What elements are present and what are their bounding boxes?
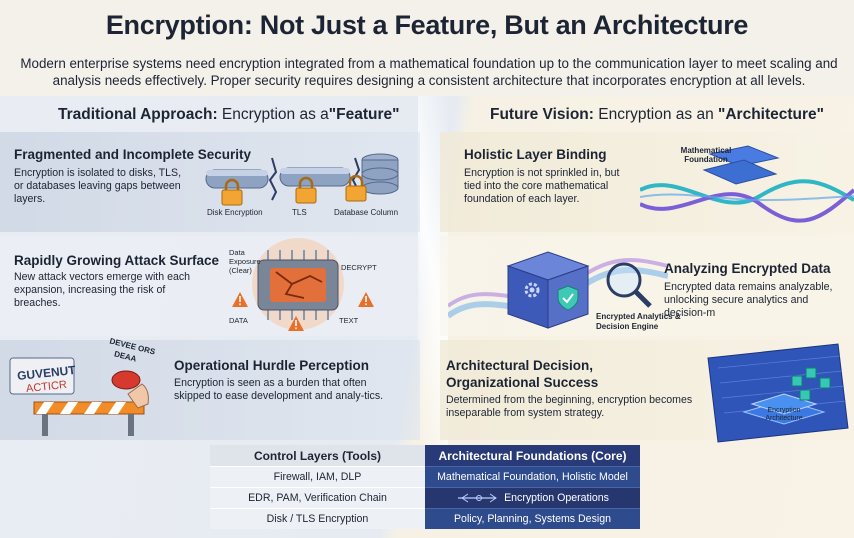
- layer-helix-illustration: [640, 145, 854, 223]
- table-cell-right: Policy, Planning, Systems Design: [425, 508, 640, 529]
- left-section-3-title: Operational Hurdle Perception: [174, 358, 370, 373]
- left-heading-rest: Encryption as a: [221, 106, 329, 123]
- right-section-1-title: Holistic Layer Binding: [464, 147, 607, 162]
- pipe-segment-2: [279, 167, 351, 187]
- comparison-table: Control Layers (Tools) Architectural Fou…: [210, 445, 640, 529]
- flow-arrow-icon: [458, 493, 497, 503]
- label-data: DATA: [229, 316, 248, 325]
- table-row: EDR, PAM, Verification Chain Encryption …: [210, 487, 640, 508]
- right-heading-quote: "Architecture": [718, 106, 825, 123]
- label-disk-encryption: Disk Encryption: [207, 208, 263, 217]
- right-column-heading: Future Vision: Encryption as an "Archite…: [490, 106, 824, 124]
- right-section-3-body: Determined from the beginning, encryptio…: [446, 394, 693, 419]
- table-cell-right-text: Encryption Operations: [504, 492, 609, 504]
- lock-icon: [345, 174, 367, 202]
- table-row: Firewall, IAM, DLP Mathematical Foundati…: [210, 466, 640, 487]
- table-row: Disk / TLS Encryption Policy, Planning, …: [210, 508, 640, 529]
- layer-plate-top: [708, 145, 780, 167]
- label-tls: TLS: [292, 208, 307, 217]
- crack-icon: [268, 157, 278, 201]
- label-data-exposure: Data Exposure (Clear): [229, 248, 261, 275]
- warning-icon: [288, 316, 304, 331]
- lock-icon: [295, 176, 317, 204]
- left-section-3-body: Encryption is seen as a burden that ofte…: [174, 377, 384, 402]
- left-heading-bold: Traditional Approach:: [58, 106, 218, 123]
- label-decrypt: DECRYPT: [341, 263, 377, 272]
- left-band-2: [0, 236, 420, 336]
- left-section-2-title: Rapidly Growing Attack Surface: [14, 253, 220, 268]
- table-cell-left: Firewall, IAM, DLP: [210, 466, 425, 487]
- table-cell-right: Encryption Operations: [425, 487, 640, 508]
- page-title: Encryption: Not Just a Feature, But an A…: [105, 10, 749, 40]
- right-section-2-body: Encrypted data remains analyzable, unloc…: [664, 281, 833, 319]
- table-header-left: Control Layers (Tools): [210, 445, 425, 466]
- warning-icon: [358, 292, 374, 307]
- sign-board: [9, 357, 75, 395]
- left-section-1-body: Encryption is isolated to disks, TLS, or…: [14, 167, 182, 205]
- hand-icon: [127, 383, 149, 409]
- left-heading-quote: "Feature": [328, 106, 400, 123]
- fragmented-pipes-illustration: [205, 153, 399, 206]
- right-band-1: [440, 132, 854, 232]
- intro-text: Modern enterprise systems need encryptio…: [20, 56, 838, 88]
- table-cell-left: Disk / TLS Encryption: [210, 508, 425, 529]
- right-heading-rest: Encryption as an: [598, 106, 714, 123]
- cracked-chip-illustration: [232, 238, 374, 331]
- analytics-cube-illustration: [448, 251, 668, 329]
- helix-strand: [640, 179, 854, 205]
- left-section-2-body: New attack vectors emerge with each expa…: [14, 271, 191, 309]
- left-column-heading: Traditional Approach: Encryption as a"Fe…: [58, 106, 399, 124]
- red-button-icon: [111, 370, 141, 390]
- architecture-blueprint-illustration: [707, 343, 849, 443]
- table-cell-left: EDR, PAM, Verification Chain: [210, 487, 425, 508]
- right-heading-bold: Future Vision:: [490, 106, 594, 123]
- pipe-segment-1: [205, 169, 269, 189]
- blueprint-sheet: [707, 343, 849, 443]
- gear-icon: [524, 282, 540, 298]
- layer-plate-mid: [702, 159, 778, 185]
- label-database-column: Database Column: [334, 208, 399, 217]
- label-text: TEXT: [339, 316, 359, 325]
- shield-icon: [557, 285, 579, 311]
- table-cell-right: Mathematical Foundation, Holistic Model: [425, 466, 640, 487]
- magnifier-icon: [606, 262, 652, 308]
- label-encryption-architecture: Encryption Architecture: [765, 407, 803, 422]
- table-header-right: Architectural Foundations (Core): [425, 445, 640, 466]
- right-section-2-title: Analyzing Encrypted Data: [664, 261, 831, 276]
- right-section-3-title: Architectural Decision, Organizational S…: [446, 358, 599, 390]
- left-section-1-title: Fragmented and Incomplete Security: [14, 147, 252, 162]
- database-icon: [361, 153, 399, 195]
- table-header-row: Control Layers (Tools) Architectural Fou…: [210, 445, 640, 466]
- label-analytics-engine: Encrypted Analytics & Decision Engine: [596, 312, 681, 331]
- warning-icon: [232, 292, 248, 307]
- lock-icon: [221, 178, 243, 206]
- roadblock-illustration: [9, 357, 149, 436]
- label-mathematical-foundation: Mathematical Foundation: [680, 146, 732, 164]
- data-block-icon: [791, 367, 831, 401]
- barrier-icon: [33, 401, 145, 436]
- right-section-1-body: Encryption is not sprinkled in, but tied…: [464, 167, 620, 205]
- helix-strand: [640, 188, 854, 223]
